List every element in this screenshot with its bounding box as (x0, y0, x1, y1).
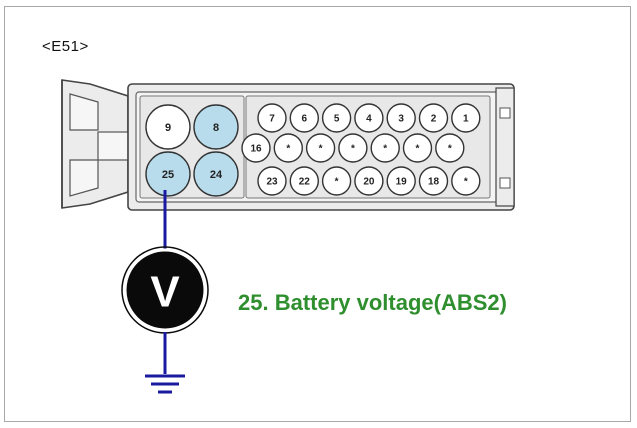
pin-label: 25 (162, 169, 174, 181)
pin-row1-0: 7 (257, 103, 287, 133)
pin-circle (321, 103, 352, 133)
pin-label: 8 (213, 122, 219, 134)
pin-label: 20 (363, 177, 375, 188)
pin-large-2: 25 (145, 151, 191, 197)
pin-circle (418, 103, 449, 133)
pin-circle (354, 166, 384, 196)
pin-circle (241, 133, 271, 163)
pin-circle (145, 104, 191, 150)
pin-circle (273, 133, 303, 163)
pin-label: * (286, 144, 290, 155)
pin-label: 23 (266, 177, 278, 188)
pin-label: 4 (366, 114, 372, 125)
pin-label: * (464, 177, 468, 188)
pin-circle (305, 133, 336, 163)
pin-row2-5: * (402, 133, 433, 163)
pin-row1-1: 6 (289, 103, 319, 133)
pin-label: 22 (299, 177, 311, 188)
pin-large-3: 24 (193, 151, 239, 197)
pin-label: 6 (302, 114, 308, 125)
pin-label: 7 (269, 114, 275, 125)
pin-row3-6: * (451, 166, 481, 196)
pin-label: * (351, 144, 355, 155)
pin-label: 3 (398, 114, 404, 125)
pin-label: 18 (428, 177, 440, 188)
pin-row3-2: * (321, 166, 352, 196)
pin-circle (451, 166, 481, 196)
pin-label: * (319, 144, 323, 155)
pin-circle (418, 166, 449, 196)
pin-label: 9 (165, 122, 171, 134)
voltmeter: V (121, 246, 209, 334)
pin-label: 24 (210, 169, 223, 181)
pin-row1-5: 2 (418, 103, 449, 133)
pin-circle (354, 103, 384, 133)
pin-row3-3: 20 (354, 166, 384, 196)
pin-circle (435, 133, 465, 163)
pin-circle (257, 103, 287, 133)
pin-circle (321, 166, 352, 196)
connector-latch (61, 79, 129, 209)
pin-row2-4: * (370, 133, 400, 163)
pin-label: 16 (250, 144, 262, 155)
pin-circle (338, 133, 368, 163)
pin-circle (370, 133, 400, 163)
pin-row2-2: * (305, 133, 336, 163)
pin-circle (386, 166, 416, 196)
pin-label: 2 (431, 114, 437, 125)
voltmeter-symbol: V (150, 268, 180, 317)
pin-circle (386, 103, 416, 133)
pin-circle (193, 104, 239, 150)
pin-circle (402, 133, 433, 163)
pin-label: 5 (334, 114, 340, 125)
pin-label: * (383, 144, 387, 155)
pin-large-1: 8 (193, 104, 239, 150)
pins-layer: 9 8 25 24 7 6 5 4 3 2 1 16 * * * * * * 23 22 * 20 19 18 * (145, 103, 481, 197)
pin-large-0: 9 (145, 104, 191, 150)
pin-row1-6: 1 (451, 103, 481, 133)
pin-row2-0: 16 (241, 133, 271, 163)
pin-circle (289, 103, 319, 133)
pin-row2-1: * (273, 133, 303, 163)
pin-row1-3: 4 (354, 103, 384, 133)
pin-circle (145, 151, 191, 197)
connector-id-label: <E51> (42, 38, 89, 55)
measurement-caption: 25. Battery voltage(ABS2) (238, 290, 507, 315)
pin-circle (289, 166, 319, 196)
pin-row1-4: 3 (386, 103, 416, 133)
pin-row1-2: 5 (321, 103, 352, 133)
diagram-frame (4, 6, 631, 422)
pin-label: * (416, 144, 420, 155)
pin-row3-1: 22 (289, 166, 319, 196)
pin-label: * (335, 177, 339, 188)
pin-row3-4: 19 (386, 166, 416, 196)
pin-label: * (448, 144, 452, 155)
pin-row3-5: 18 (418, 166, 449, 196)
pin-label: 19 (396, 177, 408, 188)
pin-row3-0: 23 (257, 166, 287, 196)
pin-circle (193, 151, 239, 197)
ground-icon (145, 374, 185, 394)
pin-circle (451, 103, 481, 133)
pin-row2-3: * (338, 133, 368, 163)
pin-label: 1 (463, 114, 469, 125)
pin-circle (257, 166, 287, 196)
voltmeter-icon (123, 248, 207, 332)
pin-row2-6: * (435, 133, 465, 163)
